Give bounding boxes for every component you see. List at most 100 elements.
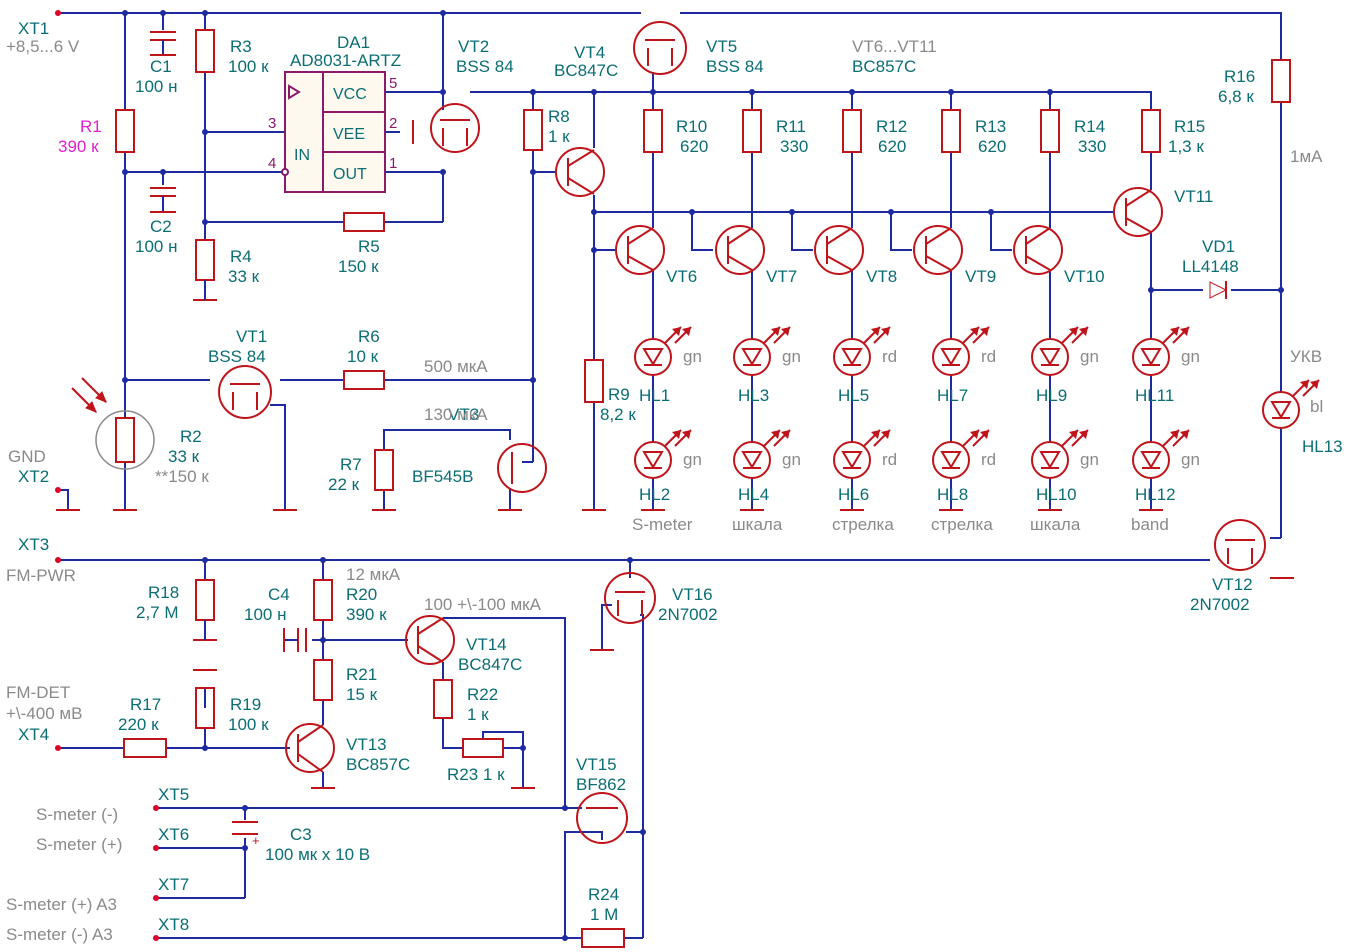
vt13-part: BC857C <box>346 755 410 774</box>
r3-value: 100 к <box>228 57 269 76</box>
op-amp-da1 <box>281 71 386 193</box>
r10-ref: R10 <box>676 117 707 136</box>
led-hl6: HL6 rd <box>833 429 897 504</box>
da1-pin1: 1 <box>389 155 397 172</box>
led-hl2-ref: HL2 <box>639 485 670 504</box>
vt8-ref: VT8 <box>866 267 897 286</box>
r14-value: 330 <box>1078 137 1106 156</box>
r7-ref: R7 <box>340 455 362 474</box>
r9-ref: R9 <box>608 385 630 404</box>
r19-ref: R19 <box>230 695 261 714</box>
da1-vee: VEE <box>333 126 365 143</box>
r1-value: 390 к <box>58 137 99 156</box>
vt6-ref: VT6 <box>666 267 697 286</box>
r1-ref: R1 <box>80 117 102 136</box>
xt6-desc: S-meter (+) <box>36 835 122 854</box>
labels: XT1 +8,5...6 V GND XT2 XT3 FM-PWR FM-DET… <box>6 19 1323 944</box>
ground-symbols <box>56 120 1294 789</box>
vd1-part: LL4148 <box>1182 257 1239 276</box>
vt3-ref: VT3 <box>448 405 479 424</box>
vt14-part: BC847C <box>458 655 522 674</box>
vt15-ref: VT15 <box>576 755 617 774</box>
r8-ref: R8 <box>548 107 570 126</box>
led-hl1-ref: HL1 <box>639 386 670 405</box>
led-hl6-color: rd <box>882 450 897 469</box>
led-hl11-ref: HL11 <box>1135 386 1174 405</box>
r15-value: 1,3 к <box>1168 137 1204 156</box>
r6-value: 10 к <box>347 347 379 366</box>
c1-value: 100 н <box>135 77 177 96</box>
r13-ref: R13 <box>975 117 1006 136</box>
xt1-name: XT1 <box>18 19 49 38</box>
c1-ref: C1 <box>150 57 172 76</box>
photoresistor <box>71 377 155 470</box>
connector-pads <box>55 10 159 941</box>
vt6-11-part: BC857C <box>852 57 916 76</box>
c2-ref: C2 <box>150 217 172 236</box>
r5-ref: R5 <box>358 237 380 256</box>
r20-value: 390 к <box>346 605 387 624</box>
vt10-ref: VT10 <box>1064 267 1105 286</box>
led-hl8-ref: HL8 <box>937 485 968 504</box>
xt8-desc: S-meter (-) A3 <box>6 925 113 944</box>
r18-value: 2,7 М <box>136 603 179 622</box>
c4-value: 100 н <box>244 605 286 624</box>
r14-ref: R14 <box>1074 117 1105 136</box>
r16-value: 6,8 к <box>1218 87 1254 106</box>
r4-ref: R4 <box>230 247 252 266</box>
led-hl6-ref: HL6 <box>838 485 869 504</box>
vt12-part: 2N7002 <box>1190 595 1250 614</box>
da1-vcc: VCC <box>333 86 367 103</box>
r13-value: 620 <box>978 137 1006 156</box>
group-scale-1: шкала <box>732 515 783 534</box>
transistor-bodies <box>218 21 1266 844</box>
r2-note: **150 к <box>155 467 209 486</box>
xt3-name: XT3 <box>18 535 49 554</box>
r21-ref: R21 <box>346 665 377 684</box>
vt4-ref: VT4 <box>574 43 605 62</box>
c3-ref: C3 <box>290 825 312 844</box>
vt14-ref: VT14 <box>466 635 507 654</box>
r15-ref: R15 <box>1174 117 1205 136</box>
vt3-part: BF545B <box>412 467 473 486</box>
vt13-ref: VT13 <box>346 735 387 754</box>
led-hl5-color: rd <box>882 347 897 366</box>
xt4-desc: FM-DET <box>6 683 70 702</box>
da1-out: OUT <box>333 166 367 183</box>
r6-ref: R6 <box>358 327 380 346</box>
da1-part: AD8031-ARTZ <box>290 51 401 70</box>
da1-pin3: 3 <box>268 115 276 132</box>
led-hl2-color: gn <box>683 450 702 469</box>
vt4-part: BC847C <box>554 61 618 80</box>
led-hl12-ref: HL12 <box>1135 485 1176 504</box>
vt2-ref: VT2 <box>458 37 489 56</box>
led-hl4-color: gn <box>782 450 801 469</box>
vt5-ref: VT5 <box>706 37 737 56</box>
xt2-name: XT2 <box>18 467 49 486</box>
r24-value: 1 М <box>590 905 618 924</box>
r2-ref: R2 <box>180 427 202 446</box>
c4-ref: C4 <box>268 585 290 604</box>
led-hl8-color: rd <box>981 450 996 469</box>
led-hl9-color: gn <box>1080 347 1099 366</box>
led-hl1-color: gn <box>683 347 702 366</box>
xt4-desc2: +\-400 мВ <box>6 704 82 723</box>
r24-ref: R24 <box>588 885 619 904</box>
xt4-name: XT4 <box>18 725 49 744</box>
r4-value: 33 к <box>228 267 260 286</box>
led-hl10-ref: HL10 <box>1036 485 1077 504</box>
led-hl13-ref: HL13 <box>1302 437 1343 456</box>
group-band: band <box>1131 515 1169 534</box>
xt5-desc: S-meter (-) <box>36 805 118 824</box>
r12-value: 620 <box>878 137 906 156</box>
r23-label: R23 1 к <box>447 765 505 784</box>
vt15-part: BF862 <box>576 775 626 794</box>
note-12ua: 12 мкА <box>346 565 401 584</box>
junctions <box>122 10 1284 941</box>
da1-pin5: 5 <box>389 75 397 92</box>
